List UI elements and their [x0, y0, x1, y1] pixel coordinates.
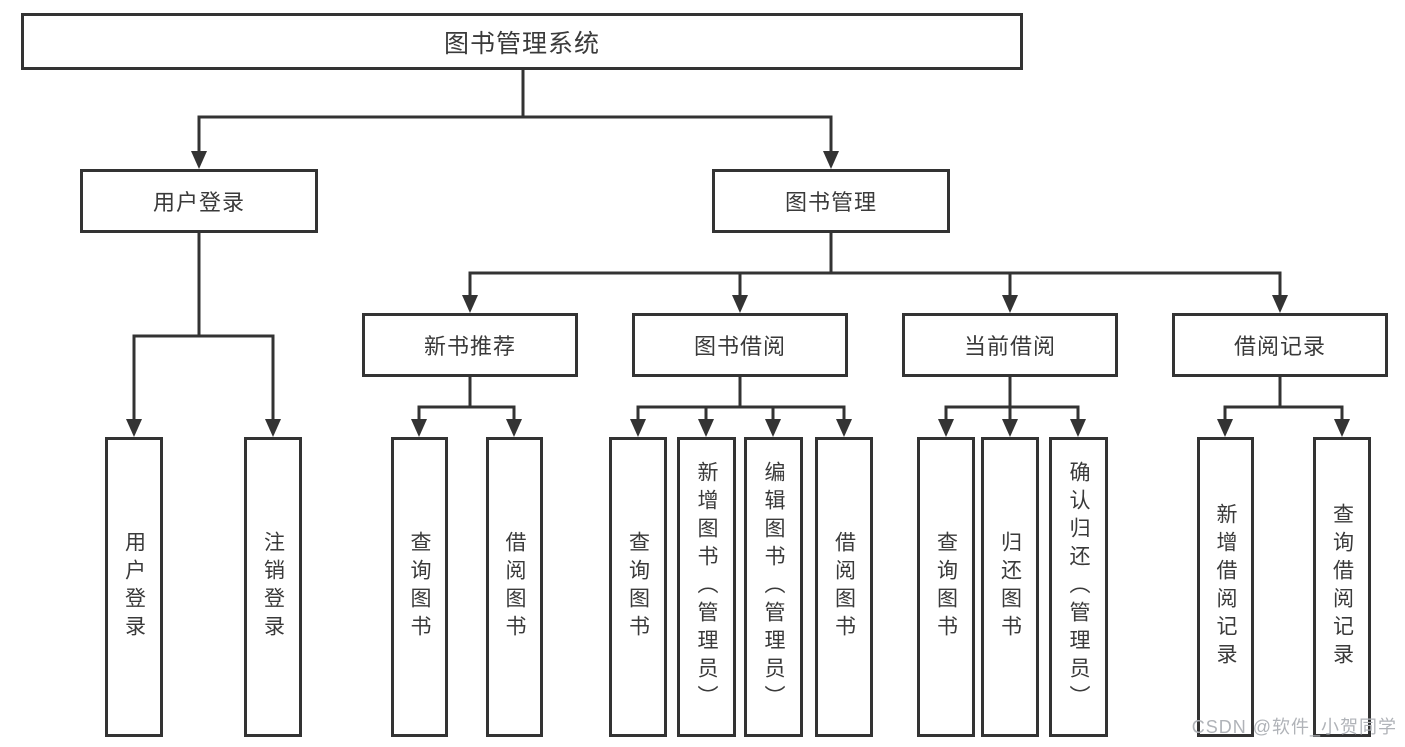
node-user-login-leaf-label: 用户登录	[122, 531, 146, 643]
node-book-management-label: 图书管理	[784, 190, 877, 215]
node-borrow-books-1: 借阅图书	[486, 437, 543, 737]
arrowhead	[411, 419, 427, 437]
node-add-books-admin: 新增图书（管理员）	[677, 437, 736, 737]
arrowhead	[1334, 419, 1350, 437]
arrowheads	[126, 151, 1350, 437]
node-add-borrow-record: 新增借阅记录	[1197, 437, 1254, 737]
arrowhead	[462, 295, 478, 313]
node-query-books-3: 查询图书	[917, 437, 975, 737]
node-query-books-2: 查询图书	[609, 437, 667, 737]
arrowhead	[1272, 295, 1288, 313]
connector-userlogin-to-children	[132, 233, 275, 421]
node-current-borrow: 当前借阅	[902, 313, 1118, 377]
node-new-book-recommend: 新书推荐	[362, 313, 578, 377]
node-return-books: 归还图书	[981, 437, 1039, 737]
node-borrow-books-2-label: 借阅图书	[832, 531, 856, 643]
watermark: CSDN @软件_小贺同学	[1191, 717, 1397, 737]
node-current-borrow-label: 当前借阅	[963, 334, 1056, 359]
arrowhead	[698, 419, 714, 437]
arrowhead	[1217, 419, 1233, 437]
arrowhead	[823, 151, 839, 169]
arrowhead	[191, 151, 207, 169]
node-query-borrow-record: 查询借阅记录	[1313, 437, 1371, 737]
arrowhead	[1070, 419, 1086, 437]
connector-bookborrow-to-children	[636, 377, 846, 421]
arrowhead	[732, 295, 748, 313]
arrowhead	[1002, 419, 1018, 437]
node-edit-books-admin: 编辑图书（管理员）	[744, 437, 803, 737]
node-add-books-admin-label: 新增图书（管理员）	[695, 461, 718, 713]
node-borrow-books-2: 借阅图书	[815, 437, 873, 737]
arrowhead	[1002, 295, 1018, 313]
connector-newbook-to-children	[417, 377, 516, 421]
node-query-books-1-label: 查询图书	[408, 531, 431, 643]
node-confirm-return-admin: 确认归还（管理员）	[1049, 437, 1108, 737]
node-edit-books-admin-label: 编辑图书（管理员）	[762, 461, 785, 713]
node-book-management: 图书管理	[712, 169, 950, 233]
node-query-books-1: 查询图书	[391, 437, 448, 737]
connector-root-to-level2	[197, 70, 833, 153]
connector-records-to-children	[1223, 377, 1344, 421]
node-book-borrow-label: 图书借阅	[693, 334, 786, 359]
connector-bookmgmt-to-level3	[468, 233, 1282, 297]
node-return-books-label: 归还图书	[998, 531, 1022, 643]
node-borrow-records-label: 借阅记录	[1233, 334, 1326, 359]
node-query-books-3-label: 查询图书	[934, 531, 958, 643]
arrowhead	[126, 419, 142, 437]
connector-currentborrow-to-children	[944, 377, 1080, 421]
node-borrow-records: 借阅记录	[1172, 313, 1388, 377]
arrowhead	[765, 419, 781, 437]
node-user-login-label: 用户登录	[152, 190, 245, 215]
arrowhead	[265, 419, 281, 437]
arrowhead	[836, 419, 852, 437]
node-user-login: 用户登录	[80, 169, 318, 233]
node-query-books-2-label: 查询图书	[626, 531, 650, 643]
node-confirm-return-admin-label: 确认归还（管理员）	[1067, 461, 1090, 713]
node-query-borrow-record-label: 查询借阅记录	[1330, 503, 1354, 671]
arrowhead	[506, 419, 522, 437]
arrowhead	[630, 419, 646, 437]
node-add-borrow-record-label: 新增借阅记录	[1214, 503, 1237, 671]
node-book-borrow: 图书借阅	[632, 313, 848, 377]
node-logout-leaf-label: 注销登录	[261, 531, 285, 643]
node-borrow-books-1-label: 借阅图书	[503, 531, 526, 643]
node-logout-leaf: 注销登录	[244, 437, 302, 737]
node-new-book-recommend-label: 新书推荐	[423, 334, 516, 359]
node-root: 图书管理系统	[21, 13, 1023, 70]
node-user-login-leaf: 用户登录	[105, 437, 163, 737]
arrowhead	[938, 419, 954, 437]
node-root-label: 图书管理系统	[443, 29, 600, 58]
